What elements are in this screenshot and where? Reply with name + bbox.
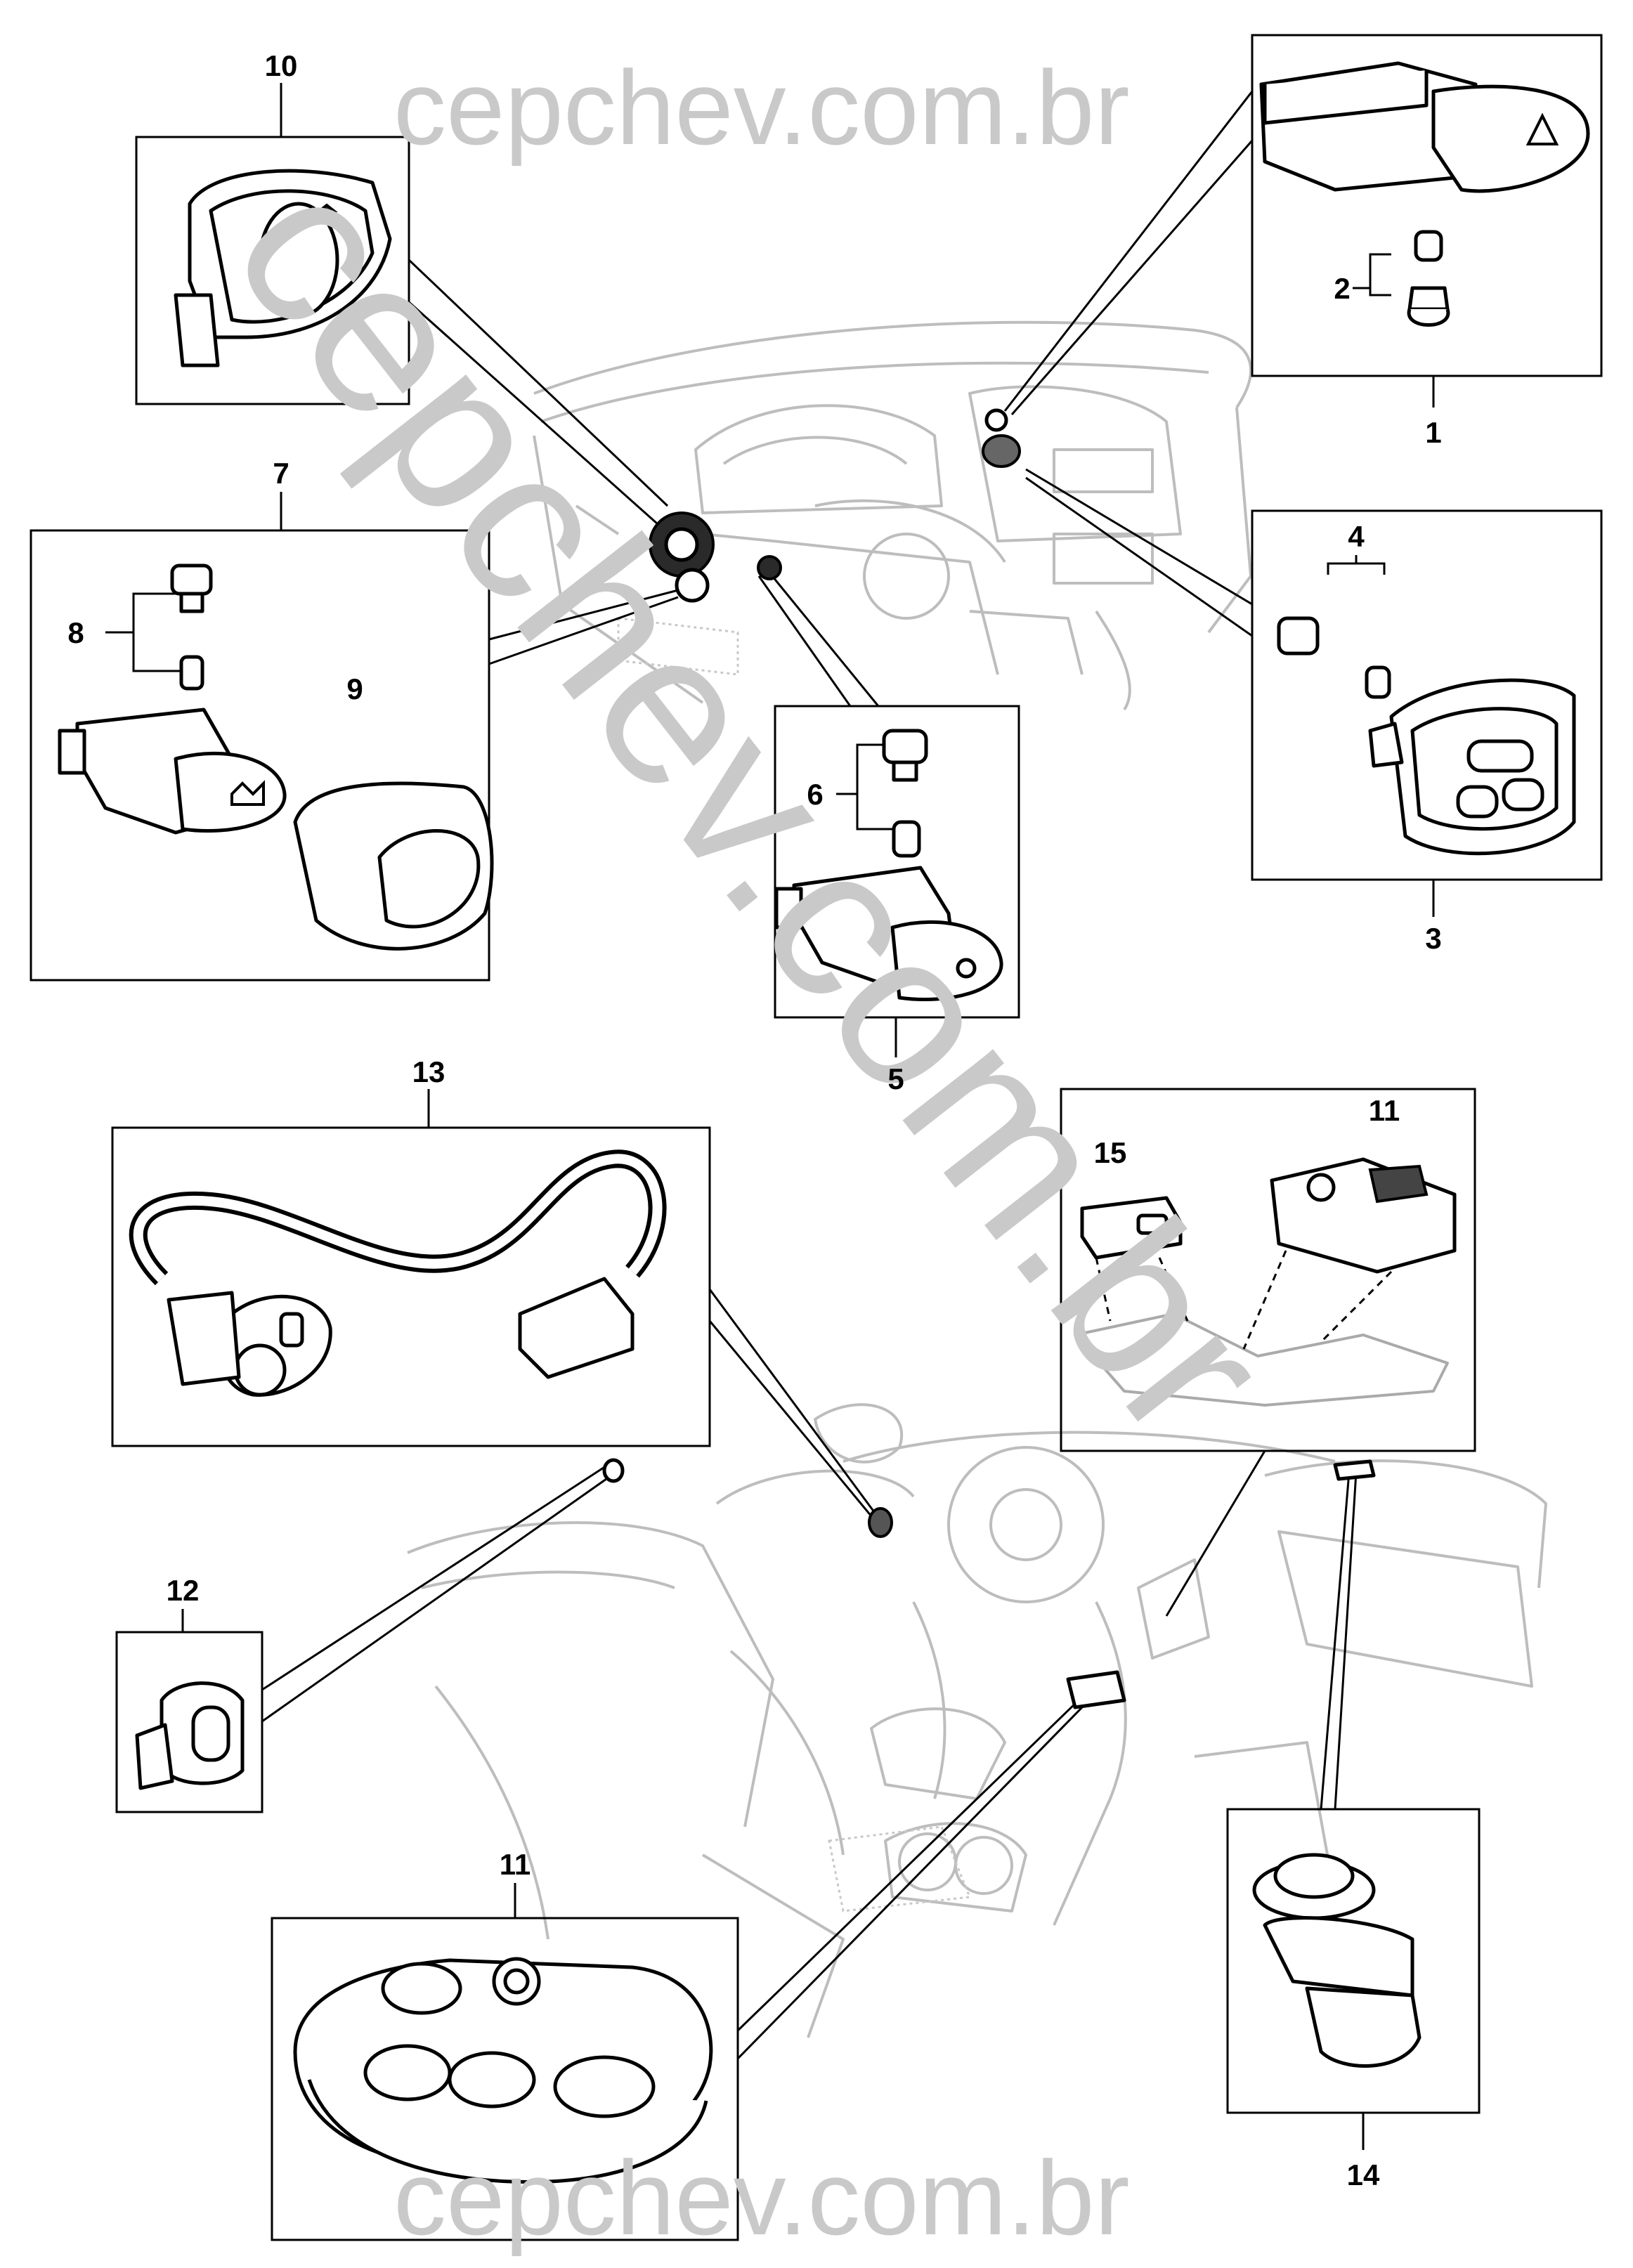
callout-10: 10 [265, 49, 298, 82]
watermark-top: cepchev.com.br [393, 48, 1130, 167]
part-14-socket [1252, 1853, 1421, 2068]
box-item-11-top [1060, 1088, 1476, 1452]
part-4-bulb [1277, 616, 1391, 699]
callout-1: 1 [1425, 416, 1441, 449]
box-item-14 [1226, 1808, 1481, 2114]
rear-defrost-icon [230, 780, 265, 806]
callout-13: 13 [412, 1055, 445, 1088]
callout-5: 5 [887, 1062, 904, 1095]
part-11-console-switch-bottom [293, 1957, 713, 2184]
part-5-switch [774, 866, 1003, 1001]
part-9-switch-bezel [293, 781, 494, 951]
callout-2: 2 [1334, 272, 1350, 305]
part-3-mirror-switch [1368, 678, 1576, 856]
dashboard-background-upper [533, 320, 1252, 711]
interior-background-lower [407, 1403, 1547, 2038]
box-item-13 [111, 1126, 711, 1447]
part-1-hazard-switch [1259, 61, 1590, 193]
part-2-bulb [1407, 230, 1450, 327]
callout-7: 7 [273, 457, 289, 490]
fog-lamp-icon [956, 958, 977, 979]
box-item-11-bottom [271, 1917, 739, 2241]
callout-8: 8 [67, 616, 84, 649]
part-15-switch [1080, 1196, 1183, 1260]
leader-lines [105, 83, 1435, 2150]
box-item-3 [1251, 509, 1603, 881]
console-outline [1074, 1250, 1449, 1407]
callout-9: 9 [346, 672, 363, 705]
callout-11-bottom: 11 [500, 1848, 531, 1881]
box-item-7 [30, 529, 490, 982]
part-13-switch-harness [129, 1149, 667, 1397]
part-12-switch [135, 1681, 245, 1790]
callouts: 10 1 2 7 8 9 4 3 6 5 13 15 11 12 11 14 [67, 49, 1441, 2191]
callout-11-top: 11 [1369, 1094, 1400, 1127]
installed-parts [602, 408, 1376, 1709]
part-10-light-switch [174, 169, 392, 367]
callout-12: 12 [167, 1574, 200, 1607]
callout-6: 6 [807, 778, 823, 811]
part-7-switch [58, 708, 287, 835]
box-item-12 [115, 1631, 264, 1813]
callout-4: 4 [1348, 520, 1365, 553]
box-item-1 [1251, 34, 1603, 377]
callout-15: 15 [1094, 1136, 1127, 1169]
part-11-console-switch-top [1270, 1157, 1457, 1274]
watermarks: cepchev.com.br cepchev.com.br cepchev.co… [188, 48, 1318, 2257]
box-item-10 [135, 136, 410, 405]
callout-14: 14 [1347, 2158, 1380, 2191]
hazard-triangle-icon [1525, 112, 1559, 145]
watermark-bottom: cepchev.com.br [393, 2139, 1130, 2257]
callout-3: 3 [1425, 922, 1441, 955]
part-8-bulb [170, 563, 213, 691]
part-6-bulb [882, 729, 928, 858]
